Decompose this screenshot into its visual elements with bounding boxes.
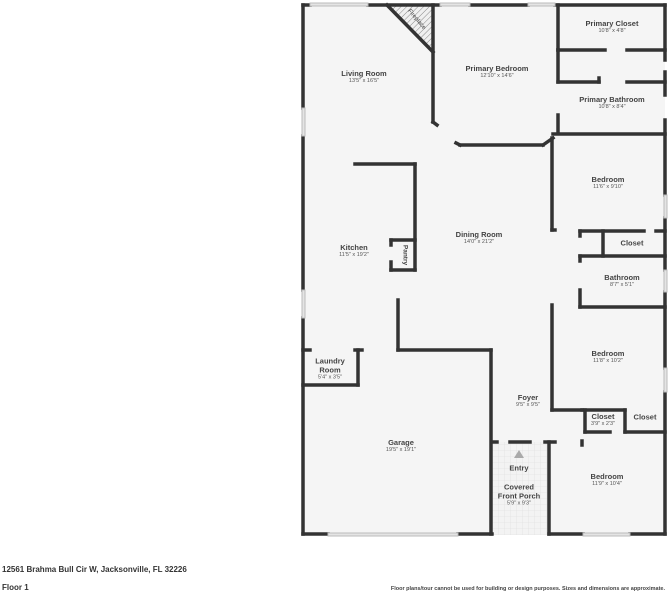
room-name: Covered [503,482,534,492]
room-closet-1: Closet [621,239,644,248]
room-dimensions: 19'5" x 19'1" [385,447,417,453]
room-bedroom-1: Bedroom 11'6" x 9'10" [592,175,625,191]
room-pantry: Pantry [402,245,409,265]
floor-label: Floor 1 [2,583,29,592]
room-name: Closet [633,412,657,422]
room-closet-3: Closet [634,413,657,422]
room-name: Dining Room [455,230,503,239]
room-dimensions: 11'6" x 9'10" [593,184,623,190]
room-dimensions: 11'9" x 10'4" [592,481,622,487]
room-kitchen: Kitchen 11'5" x 19'2" [339,243,369,259]
room-closet-2: Closet 3'9" x 2'3" [591,412,615,428]
room-name: Kitchen [340,243,368,252]
windows [301,2,668,537]
room-bedroom-3: Bedroom 11'9" x 10'4" [591,472,624,488]
room-dimensions: 11'8" x 10'2" [593,358,623,364]
room-dimensions: 5'4" x 3'5" [317,374,343,381]
room-name: Primary Closet [585,19,639,28]
room-name: Living Room [341,69,387,78]
room-dimensions: 11'5" x 19'2" [339,252,369,258]
room-name: Closet [620,238,644,248]
room-name: Primary Bathroom [579,95,645,104]
room-name: Bedroom [591,175,625,184]
room-laundry: Laundry Room 5'4" x 3'5" [315,357,345,382]
room-name: Closet [591,412,615,421]
room-dimensions: 3'9" x 2'3" [590,421,616,427]
room-name: Garage [388,438,414,447]
property-address: 12561 Brahma Bull Cir W, Jacksonville, F… [2,565,187,574]
room-dimensions: 9'5" x 9'5" [515,402,541,408]
walls [301,2,667,536]
room-name-line2: Front Porch [497,491,541,501]
room-name: Bathroom [604,273,640,282]
room-dining-room: Dining Room 14'0" x 21'2" [456,230,503,246]
room-name: Bedroom [591,349,625,358]
room-bathroom: Bathroom 8'7" x 5'1" [604,273,639,289]
room-dimensions: 10'8" x 4'8" [598,28,626,34]
room-name: Entry [509,463,529,473]
room-name: Laundry [315,356,345,366]
room-name: Bedroom [590,472,624,481]
room-dimensions: 8'7" x 5'1" [609,282,635,288]
room-primary-closet: Primary Closet 10'8" x 4'8" [586,19,639,35]
room-dimensions: 12'10" x 14'6" [480,73,514,79]
entry-arrow-icon [514,450,524,458]
room-porch: Covered Front Porch 5'9" x 9'3" [498,483,541,508]
room-dimensions: 5'9" x 9'3" [506,500,532,507]
room-bedroom-2: Bedroom 11'8" x 10'2" [592,349,625,365]
room-dimensions: 10'8" x 8'4" [598,104,626,110]
room-entry: Entry [509,464,528,473]
room-dimensions: 14'0" x 21'2" [463,239,495,245]
room-name: Primary Bedroom [465,64,529,73]
room-name: Pantry [401,244,409,266]
room-living-room: Living Room 13'5" x 16'5" [341,69,386,85]
room-primary-bathroom: Primary Bathroom 10'8" x 8'4" [579,95,644,111]
room-dimensions: 13'5" x 16'5" [348,78,380,84]
room-garage: Garage 19'5" x 19'1" [386,438,416,454]
room-name: Foyer [517,393,539,402]
floor-area [303,4,665,535]
room-name-line2: Room [319,365,341,375]
room-foyer: Foyer 9'5" x 9'5" [516,393,540,409]
disclaimer: Floor plans/tour cannot be used for buil… [390,586,665,592]
room-primary-bedroom: Primary Bedroom 12'10" x 14'6" [466,64,529,80]
